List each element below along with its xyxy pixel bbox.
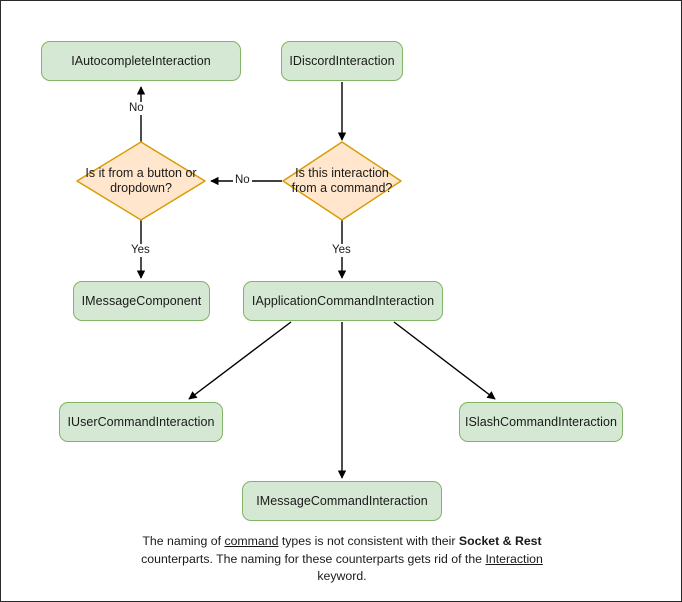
node-label: ISlashCommandInteraction (465, 414, 617, 429)
node-label: Is it from a button or dropdown? (85, 165, 197, 196)
node-message-command-interaction[interactable]: IMessageCommandInteraction (242, 481, 442, 521)
edge-application-command-to-slash-command (393, 321, 496, 400)
edge-label-yes-to-message-component: Yes (129, 244, 152, 257)
edge-application-command-to-user-command (188, 321, 292, 400)
caption-text: types is not consistent with their (278, 534, 456, 548)
edge-label-yes-to-application-command: Yes (330, 244, 353, 257)
node-slash-command-interaction[interactable]: ISlashCommandInteraction (459, 402, 623, 442)
node-decision-is-interaction-from-command[interactable]: Is this interaction from a command? (282, 141, 402, 221)
caption-line-1: The naming of command types is not consi… (142, 534, 455, 548)
node-message-component[interactable]: IMessageComponent (73, 281, 210, 321)
node-label: IApplicationCommandInteraction (251, 293, 435, 308)
edge-label-no-to-autocomplete: No (127, 102, 146, 115)
node-label: IMessageCommandInteraction (256, 493, 428, 508)
caption-bold-socket: Socket (458, 534, 500, 548)
caption-bold-rest: Rest (514, 534, 542, 548)
caption-text: The naming of (142, 534, 225, 548)
node-label: IMessageComponent (81, 293, 202, 308)
node-autocomplete-interaction[interactable]: IAutocompleteInteraction (41, 41, 241, 81)
diamond-shape (282, 141, 402, 221)
node-label: IDiscordInteraction (289, 53, 395, 68)
node-user-command-interaction[interactable]: IUserCommandInteraction (59, 402, 223, 442)
node-discord-interaction[interactable]: IDiscordInteraction (281, 41, 403, 81)
caption-text: & (499, 534, 515, 548)
caption-underlined-interaction: Interaction (485, 551, 543, 566)
node-label: IAutocompleteInteraction (71, 53, 211, 68)
node-application-command-interaction[interactable]: IApplicationCommandInteraction (243, 281, 443, 321)
diagram-caption: The naming of command types is not consi… (141, 533, 543, 586)
caption-text: counterparts. The naming for these (141, 551, 333, 566)
node-label: Is this interaction from a command? (291, 165, 393, 196)
edge-label-no-to-button-decision: No (233, 174, 252, 187)
caption-line-3: counterparts gets rid of the Interaction… (317, 552, 542, 584)
caption-underlined-command: command (224, 534, 279, 548)
caption-line-2: Socket & Rest counterparts. The naming f… (141, 534, 541, 566)
caption-text: counterparts gets rid of the (335, 551, 486, 566)
node-decision-is-from-button-or-dropdown[interactable]: Is it from a button or dropdown? (76, 141, 206, 221)
diamond-shape (76, 141, 206, 221)
node-label: IUserCommandInteraction (67, 414, 215, 429)
caption-text: keyword. (317, 569, 367, 583)
